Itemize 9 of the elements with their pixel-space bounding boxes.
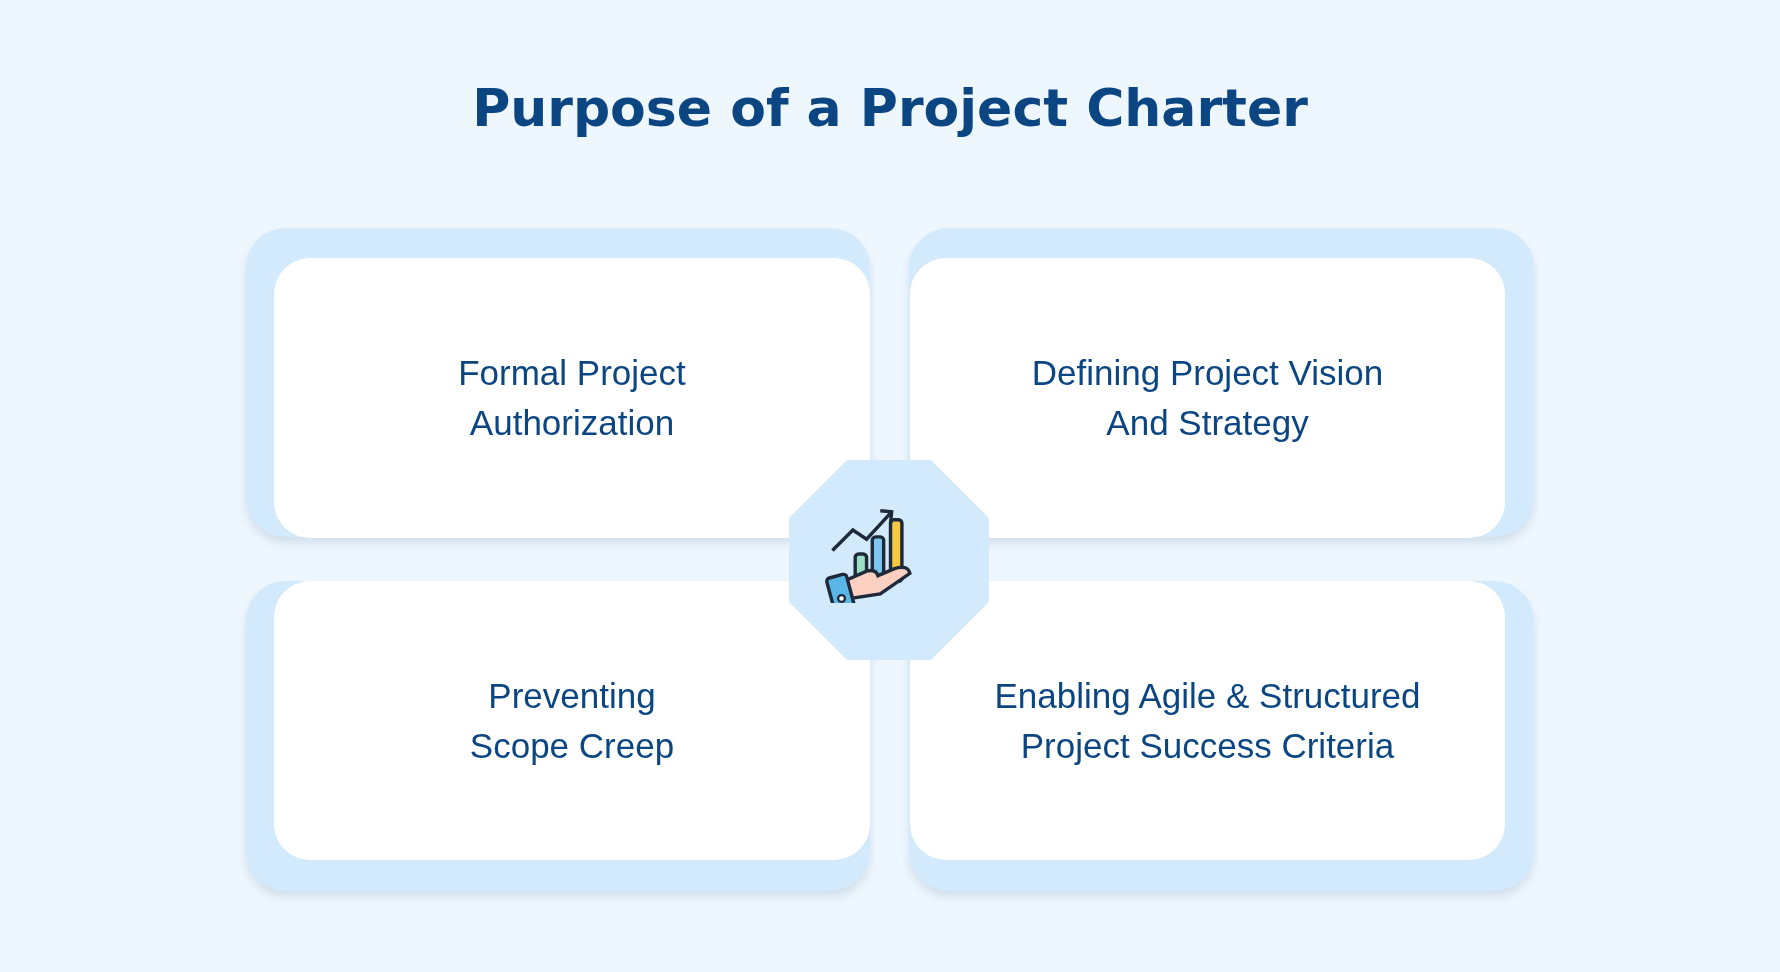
purpose-card — [274, 258, 870, 538]
card-text: Formal Project Authorization — [457, 352, 687, 444]
purpose-card — [910, 258, 1505, 538]
card-text: Preventing Scope Creep — [468, 674, 676, 767]
card-text: Defining Project Vision And Strategy — [1030, 352, 1385, 444]
card-text: Enabling Agile & Structured Project Success Criteria — [993, 674, 1422, 767]
title: Purpose of a Project Charter — [471, 78, 1309, 138]
purpose-card — [274, 581, 870, 860]
purpose-card — [910, 581, 1505, 860]
